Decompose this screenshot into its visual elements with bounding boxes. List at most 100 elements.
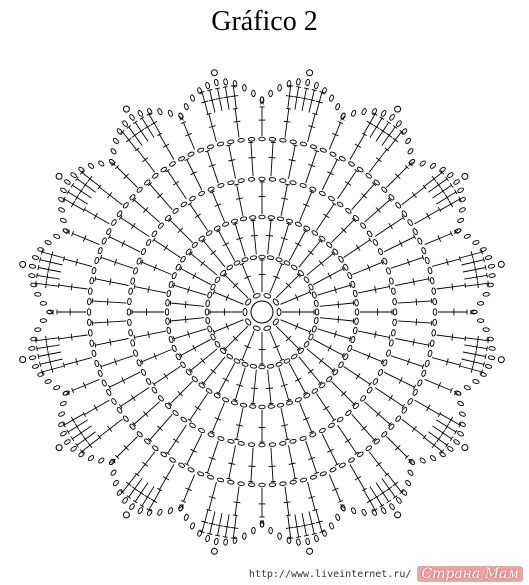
- double-crochet-bar: [137, 128, 145, 134]
- chain-stitch: [145, 378, 152, 385]
- double-crochet: [414, 399, 440, 415]
- double-crochet-top: [201, 238, 206, 243]
- double-crochet-top: [167, 217, 173, 223]
- double-crochet: [63, 198, 85, 211]
- double-crochet-bar: [436, 181, 442, 188]
- double-crochet-top: [226, 477, 232, 480]
- chain-stitch: [373, 438, 380, 445]
- chain-stitch: [329, 151, 337, 157]
- double-crochet: [343, 239, 371, 258]
- double-crochet: [234, 486, 240, 516]
- chain-stitch: [126, 308, 132, 316]
- double-crochet-top: [458, 422, 462, 428]
- double-crochet: [84, 399, 110, 415]
- chain-stitch: [352, 289, 358, 298]
- scallop-chain: [137, 110, 144, 117]
- scallop-chain: [314, 81, 319, 90]
- double-crochet-bar: [248, 465, 256, 468]
- double-crochet-top: [308, 329, 312, 335]
- double-crochet-bar: [294, 323, 299, 330]
- double-crochet: [183, 474, 196, 502]
- scallop-chain: [458, 207, 466, 213]
- double-crochet-bar: [431, 175, 437, 182]
- double-crochet: [35, 337, 59, 342]
- double-crochet-bar: [426, 404, 431, 412]
- chain-stitch: [283, 358, 291, 364]
- double-crochet-top: [352, 300, 355, 306]
- double-crochet: [270, 447, 274, 482]
- double-crochet-bar: [355, 373, 361, 380]
- chain-stitch: [89, 339, 95, 347]
- double-crochet-top: [239, 262, 245, 266]
- double-crochet: [275, 274, 300, 299]
- double-crochet-top: [422, 184, 427, 190]
- chain-stitch: [197, 147, 205, 153]
- double-crochet-bar: [472, 258, 476, 266]
- chain-stitch: [279, 138, 287, 143]
- chain-stitch: [87, 318, 92, 327]
- chain-stitch: [258, 254, 266, 260]
- scallop-chain: [213, 78, 219, 87]
- double-crochet-top: [302, 391, 308, 395]
- double-crochet: [288, 230, 306, 262]
- chain-stitch: [289, 438, 297, 444]
- chain-stitch: [319, 147, 327, 153]
- picot: [497, 260, 505, 268]
- double-crochet-bar: [406, 358, 411, 366]
- double-crochet-top: [268, 219, 274, 222]
- double-crochet-bar: [374, 331, 377, 339]
- chain-stitch: [311, 291, 317, 299]
- double-crochet-top: [94, 276, 97, 282]
- double-crochet: [439, 413, 461, 426]
- double-crochet: [464, 274, 488, 280]
- picot: [306, 547, 314, 555]
- double-crochet-top: [412, 234, 417, 240]
- chain-stitch: [88, 329, 93, 337]
- double-crochet-bar: [228, 159, 236, 162]
- picot: [461, 172, 469, 180]
- double-crochet-bar: [163, 244, 169, 251]
- chain-stitch: [283, 260, 291, 266]
- double-crochet-bar: [444, 423, 450, 430]
- scallop-chain: [407, 469, 414, 476]
- chain-stitch: [352, 402, 360, 410]
- double-crochet-top: [120, 490, 125, 495]
- double-crochet-bar: [125, 137, 132, 143]
- chain-stitch: [164, 402, 172, 410]
- picot: [461, 444, 469, 452]
- scallop-chain: [329, 522, 334, 530]
- scallop-chain: [459, 197, 466, 203]
- chain-stitch: [432, 308, 438, 316]
- double-crochet-top: [57, 336, 60, 342]
- double-crochet: [120, 217, 150, 237]
- double-crochet-bar: [177, 227, 184, 234]
- double-crochet: [363, 113, 376, 135]
- scallop-chain: [137, 507, 144, 514]
- double-crochet-bar: [214, 417, 222, 421]
- chain-stitch: [289, 479, 297, 485]
- double-crochet: [288, 445, 296, 479]
- double-crochet-top: [232, 398, 238, 402]
- double-crochet: [252, 369, 257, 404]
- chain-stitch: [286, 218, 294, 224]
- double-crochet-top: [487, 338, 489, 344]
- double-crochet: [358, 330, 390, 338]
- chain-stitch: [239, 216, 248, 222]
- double-crochet-top: [288, 85, 294, 87]
- single-crochet: ×: [453, 228, 460, 237]
- double-crochet-top: [308, 289, 312, 295]
- double-crochet-bar: [147, 285, 150, 293]
- chain-stitch: [116, 407, 123, 414]
- double-crochet: [368, 149, 388, 173]
- double-crochet-bar: [184, 300, 187, 309]
- double-crochet-top: [292, 477, 298, 480]
- chain-stitch: [175, 353, 181, 361]
- double-crochet: [67, 419, 88, 433]
- double-crochet: [252, 220, 257, 255]
- double-crochet: [35, 282, 59, 287]
- double-crochet: [287, 85, 292, 109]
- double-crochet: [298, 240, 321, 268]
- double-crochet-top: [215, 534, 221, 537]
- double-crochet: [116, 166, 138, 188]
